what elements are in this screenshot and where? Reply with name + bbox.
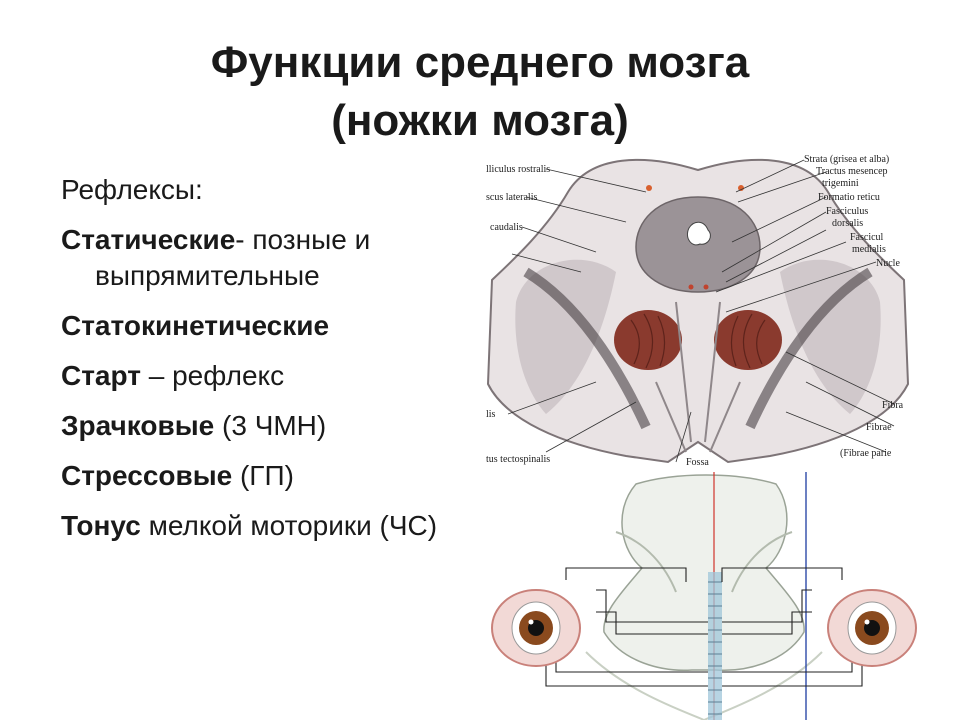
label-right: Fibra [882,400,904,411]
label-bottom: Fossa [686,457,709,466]
item-detail: - позные и выпрямительные [95,224,371,291]
label-left: scus lateralis [486,192,537,203]
list-item: Статические- позные и выпрямительные [61,222,481,294]
label-right: (Fibrae parie [840,448,892,459]
label-right: medialis [852,244,886,255]
label-left: caudalis [490,222,523,233]
label-left: tus tectospinalis [486,454,550,465]
pupillary-reflex-figure [486,472,922,720]
item-detail: мелкой моторики (ЧС) [140,510,438,541]
label-left: lis [486,409,496,420]
label-right: Formatio reticu [818,192,880,203]
label-right: trigemini [822,178,859,189]
slide-title: Функции среднего мозга (ножки мозга) [0,34,960,150]
label-right: dorsalis [832,218,863,229]
label-right: Strata (grisea et alba) [804,154,889,165]
label-right: Fibrae [866,422,892,433]
item-term: Тонус [61,510,141,541]
item-detail: (3 ЧМН) [214,410,327,441]
list-item: Тонус мелкой моторики (ЧС) [61,508,481,544]
item-detail: – рефлекс [140,360,285,391]
item-term: Статокинетические [61,310,330,341]
label-right: Nucle [876,258,900,269]
label-left: lliculus rostralis [486,164,550,175]
list-item: Зрачковые (3 ЧМН) [61,408,481,444]
reflexes-heading: Рефлексы: [61,174,203,205]
item-detail: (ГП) [232,460,294,491]
item-term: Старт [61,360,141,391]
midbrain-section-illustration: lliculus rostralis scus lateralis caudal… [486,152,910,466]
item-term: Стрессовые [61,460,233,491]
reflex-list: Рефлексы: Статические- позные и выпрямит… [61,172,481,558]
list-item: Статокинетические [61,308,481,344]
label-right: Tractus mesencep [816,166,888,177]
pupillary-reflex-diagram [486,472,922,720]
title-line-1: Функции среднего мозга [210,38,750,87]
list-item: Стрессовые (ГП) [61,458,481,494]
label-right: Fasciculus [826,206,868,217]
title-line-2: (ножки мозга) [331,96,629,145]
midbrain-section-figure: lliculus rostralis scus lateralis caudal… [486,152,910,466]
item-term: Статические [61,224,236,255]
label-right: Fascicul [850,232,884,243]
item-term: Зрачковые [61,410,215,441]
list-item: Старт – рефлекс [61,358,481,394]
